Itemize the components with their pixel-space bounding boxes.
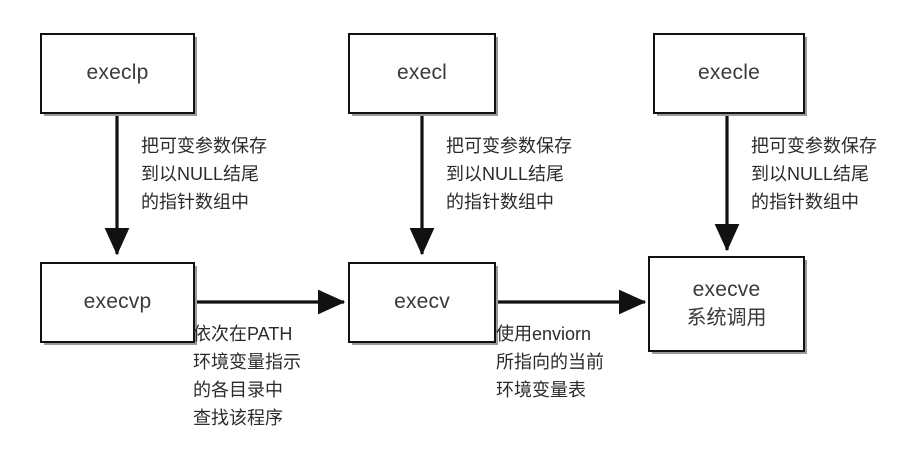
edge-label-line: 的各目录中 (193, 379, 283, 400)
node-execl[interactable]: execl (348, 33, 496, 114)
node-execlp-label: execlp (86, 61, 149, 85)
node-execv[interactable]: execv (348, 262, 496, 343)
edge-label-line: 把可变参数保存 (141, 136, 267, 156)
edge-label-line: 使用enviorn (496, 324, 592, 344)
edge-label-execvp-execv: 依次在PATH 环境变量指示 的各目录中 查找该程序 (193, 321, 301, 433)
node-execve[interactable]: execve 系统调用 (648, 256, 805, 352)
edge-label-line: 把可变参数保存 (751, 136, 877, 156)
node-execve-sublabel: 系统调用 (686, 307, 767, 330)
edge-label-execle-execve: 把可变参数保存 到以NULL结尾 的指针数组中 (751, 133, 877, 217)
node-execvp[interactable]: execvp (40, 262, 195, 343)
edge-label-line: 环境变量表 (496, 379, 586, 400)
edge-label-line: 查找该程序 (193, 407, 283, 428)
node-execve-label: execve (692, 277, 761, 301)
node-execv-label: execv (394, 290, 450, 314)
node-execle-label: execle (698, 61, 760, 85)
edge-label-line: 到以NULL结尾 (751, 163, 870, 184)
node-execvp-label: execvp (83, 290, 152, 314)
edge-label-line: 环境变量指示 (193, 351, 301, 372)
edge-label-line: 把可变参数保存 (446, 136, 572, 156)
edge-label-line: 到以NULL结尾 (446, 163, 565, 184)
edge-label-execl-execv: 把可变参数保存 到以NULL结尾 的指针数组中 (446, 133, 572, 217)
edge-label-execlp-execvp: 把可变参数保存 到以NULL结尾 的指针数组中 (141, 133, 267, 217)
edge-label-line: 的指针数组中 (446, 191, 554, 212)
node-execle[interactable]: execle (653, 33, 805, 114)
edge-label-line: 的指针数组中 (751, 191, 859, 212)
edge-label-line: 依次在PATH (193, 324, 293, 344)
edge-label-line: 的指针数组中 (141, 191, 249, 212)
edge-label-line: 所指向的当前 (496, 351, 604, 372)
node-execl-label: execl (396, 61, 448, 85)
node-execlp[interactable]: execlp (40, 33, 195, 114)
edge-label-line: 到以NULL结尾 (141, 163, 260, 184)
edge-label-execv-execve: 使用enviorn 所指向的当前 环境变量表 (496, 321, 604, 405)
